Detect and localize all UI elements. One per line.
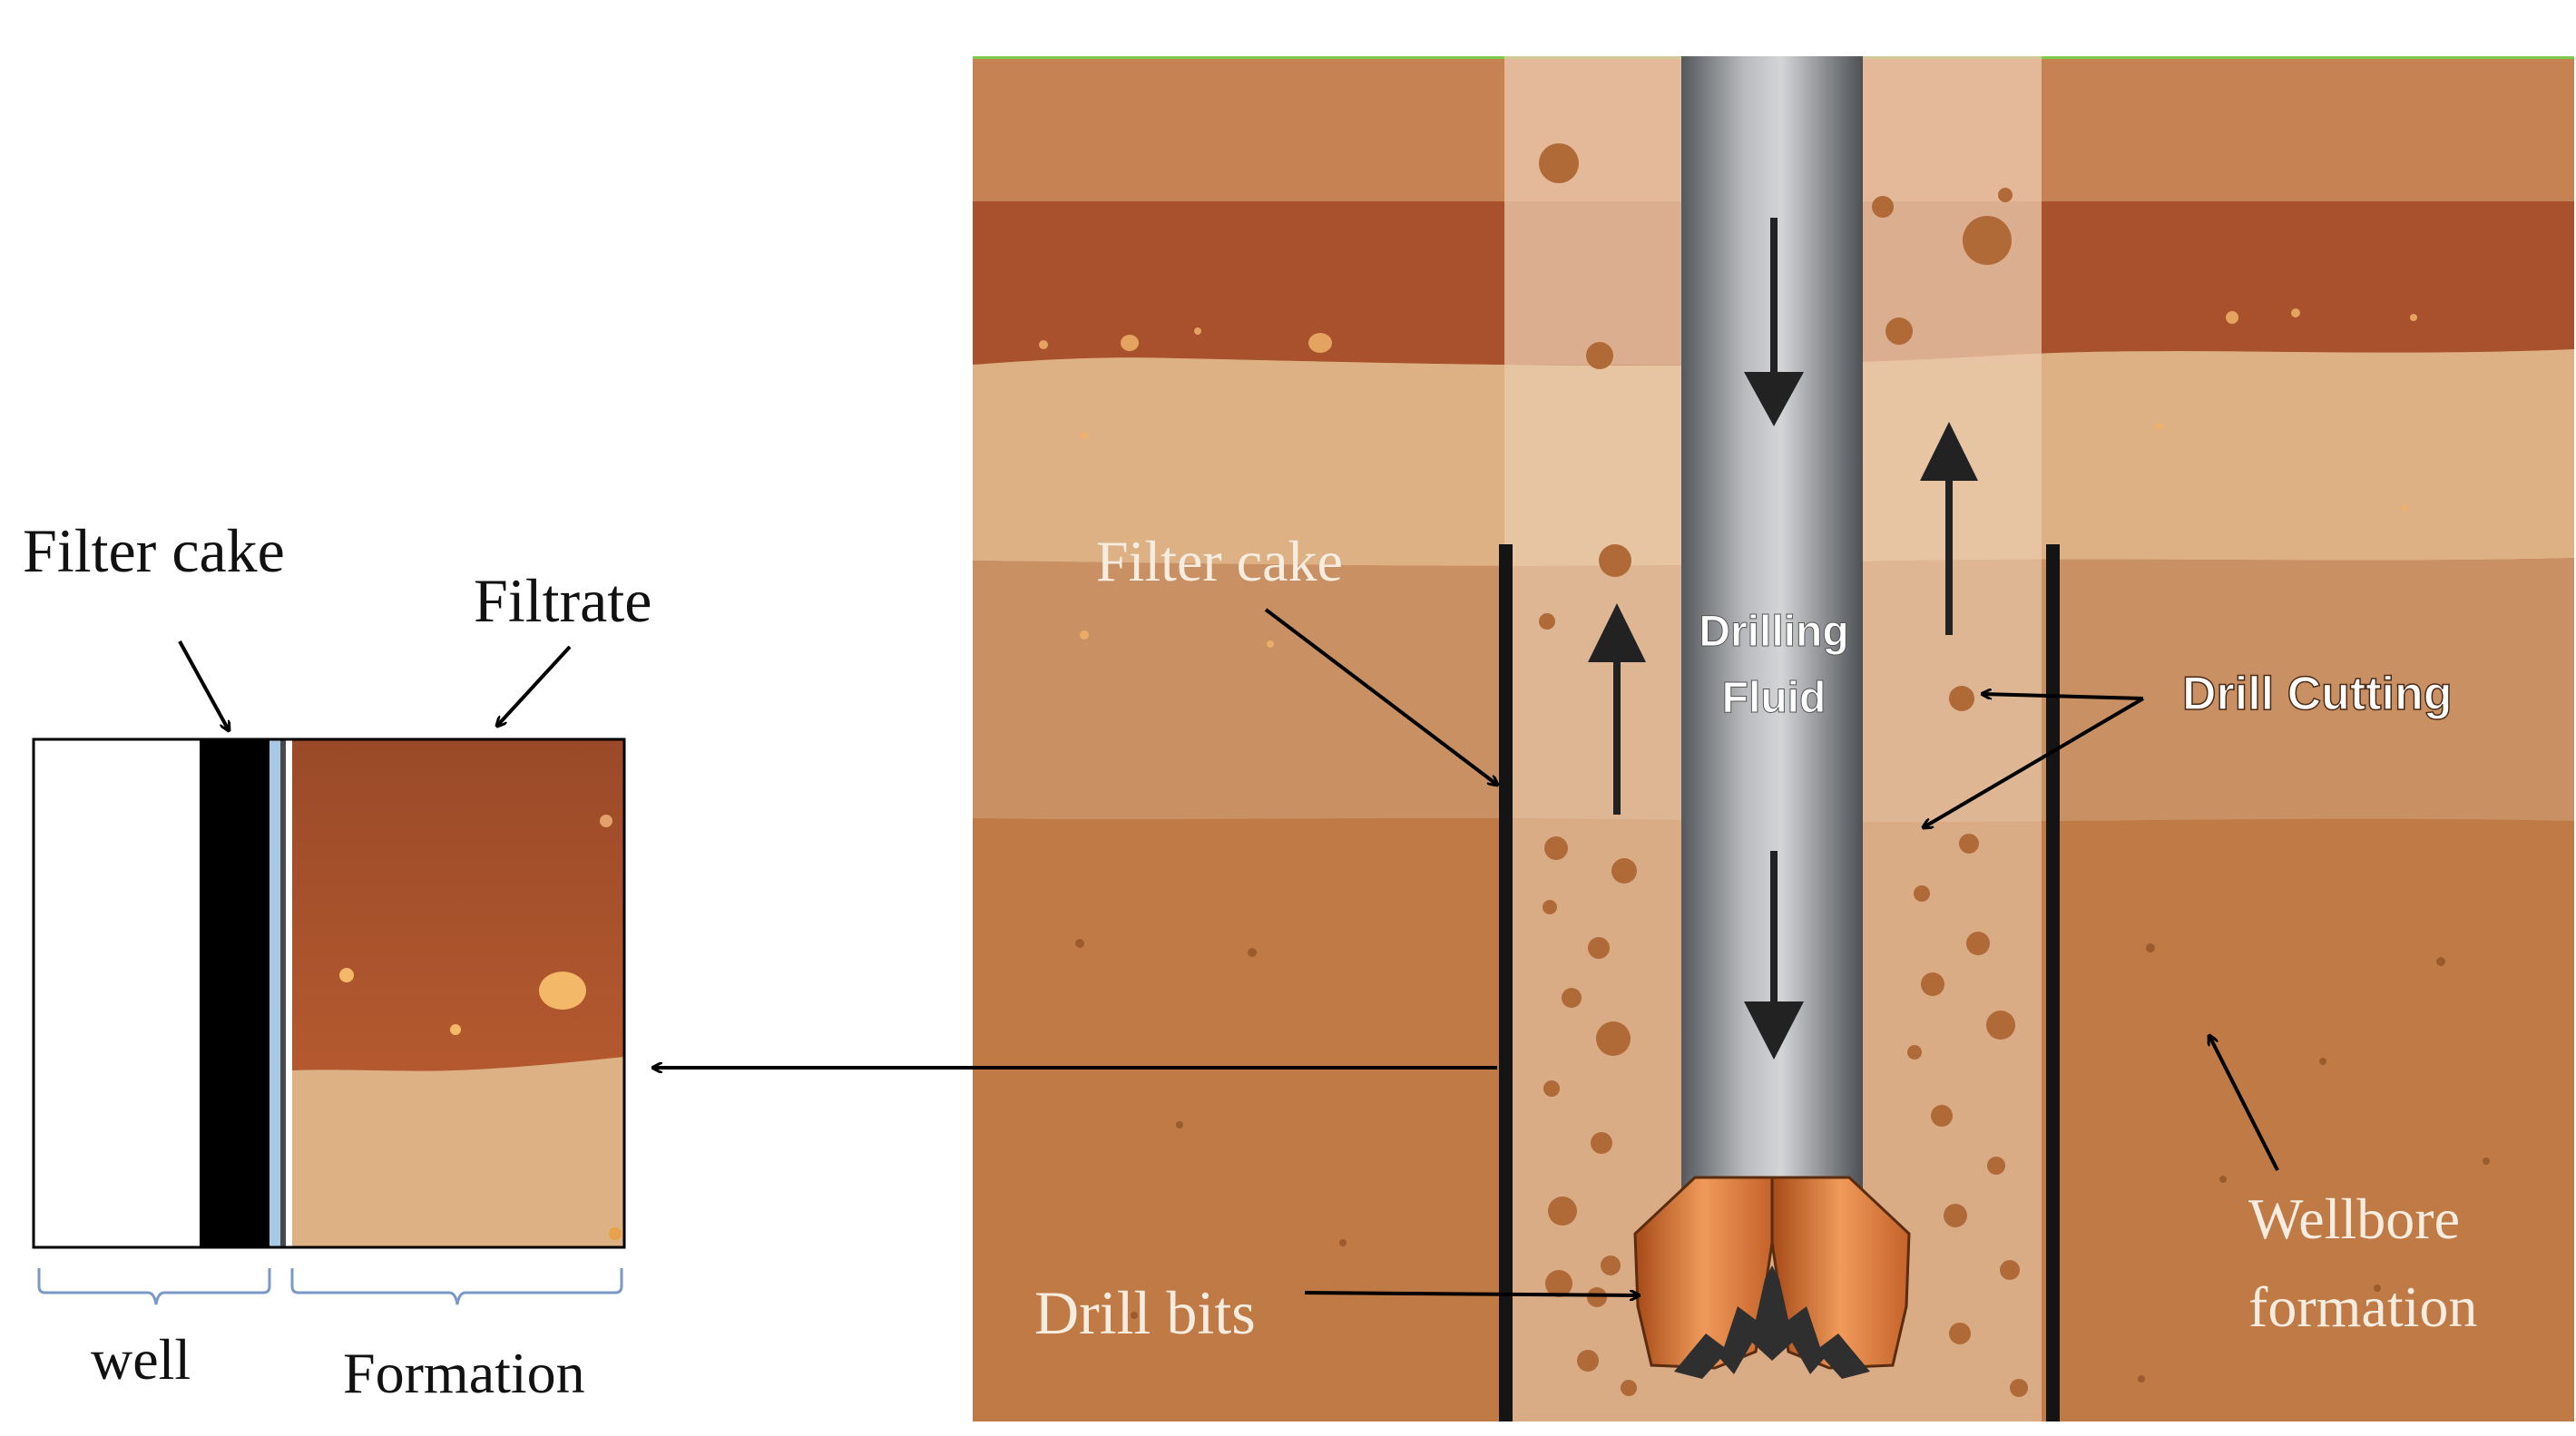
formation-brace (292, 1268, 622, 1304)
label-filter-cake-left: Filter cake (23, 516, 285, 585)
label-filter-cake-right: Filter cake (1096, 529, 1343, 593)
label-formation: Formation (343, 1341, 585, 1405)
formation-dark-layer (292, 739, 624, 1071)
label-drilling-fluid-line1: Drilling (1699, 608, 1848, 656)
filtrate-film (269, 739, 280, 1247)
label-drill-bits: Drill bits (1034, 1278, 1256, 1347)
well-brace (39, 1268, 269, 1304)
filter-cake-wall-left (1499, 544, 1513, 1421)
filter-cake-left-leader (180, 641, 229, 730)
drill-bit (1635, 1177, 1909, 1379)
filtrate-leader (497, 647, 570, 726)
filter-cake-wall-right (2046, 544, 2060, 1421)
label-filtrate: Filtrate (474, 566, 651, 635)
wellbore-scene: Filter cake Drilling Fluid Drill Cutting… (653, 56, 2574, 1421)
label-wellbore-line2: formation (2248, 1275, 2477, 1339)
label-well: well (91, 1327, 191, 1392)
label-wellbore-line1: Wellbore (2248, 1187, 2460, 1251)
filtrate-boundary (280, 739, 286, 1247)
label-drill-cutting: Drill Cutting (2182, 668, 2453, 720)
well-region (34, 739, 200, 1247)
cross-section-panel: Filter cake Filtrate well Formation (23, 516, 651, 1405)
label-drilling-fluid-line2: Fluid (1722, 674, 1827, 722)
filter-cake-layer (200, 739, 269, 1247)
